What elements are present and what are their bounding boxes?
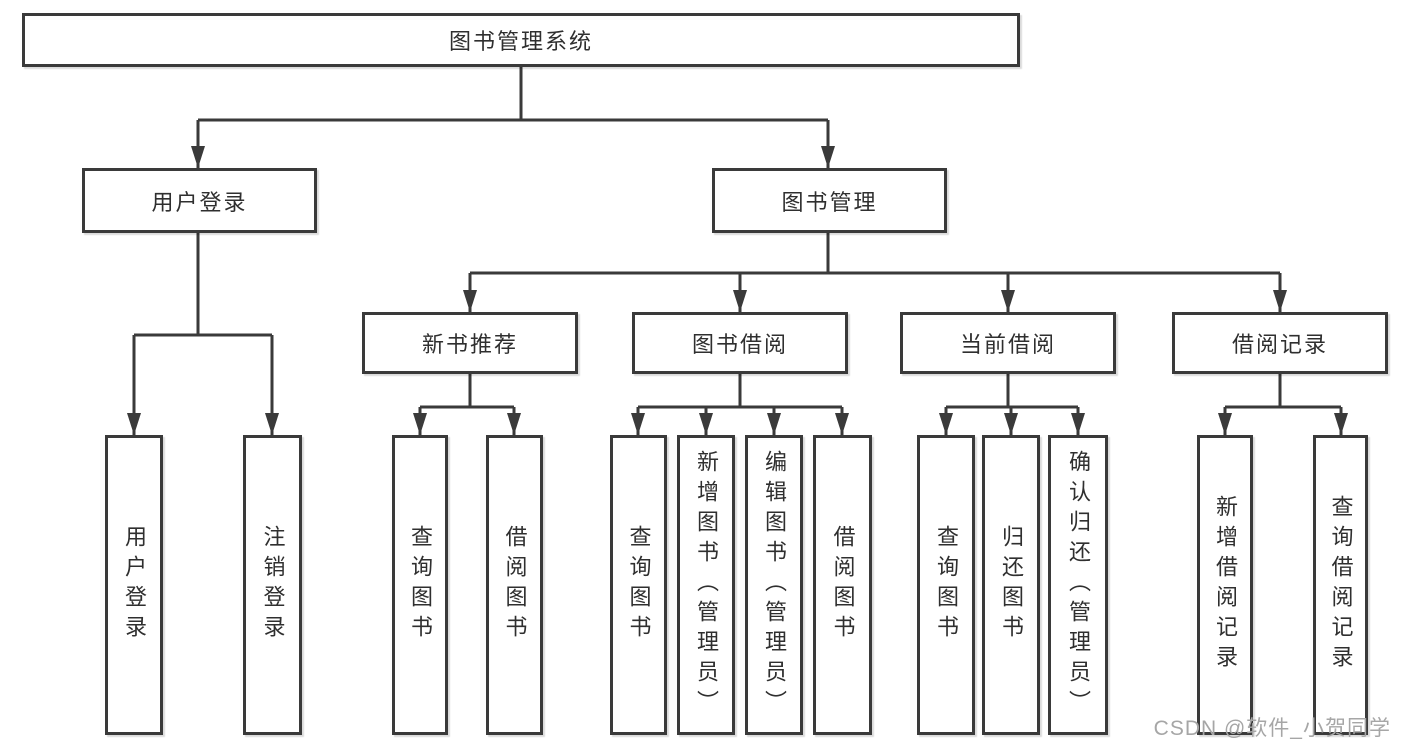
csdn-watermark: CSDN @软件_小贺同学 [1153, 717, 1391, 740]
node-book-management: 图书管理 [712, 168, 947, 233]
node-new-book-recommend: 新书推荐 [362, 312, 578, 374]
leaf-query-books-recommend: 查询图书 [392, 435, 448, 735]
leaf-query-borrow-record: 查询借阅记录 [1313, 435, 1368, 735]
leaf-label: 借阅图书 [830, 525, 856, 645]
leaf-query-books-borrowing: 查询图书 [610, 435, 667, 735]
leaf-label: 新增借阅记录 [1213, 495, 1238, 675]
node-user-login: 用户登录 [82, 168, 317, 233]
leaf-label: 新增图书（管理员） [694, 450, 719, 720]
leaf-add-books-admin: 新增图书（管理员） [677, 435, 735, 735]
leaf-label: 借阅图书 [502, 525, 528, 645]
leaf-label: 查询图书 [408, 525, 433, 645]
node-book-borrowing: 图书借阅 [632, 312, 848, 374]
node-current-borrowing: 当前借阅 [900, 312, 1116, 374]
node-label: 借阅记录 [1231, 332, 1328, 357]
node-label: 图书管理系统 [448, 29, 593, 54]
leaf-edit-books-admin: 编辑图书（管理员） [745, 435, 803, 735]
node-library-management-system: 图书管理系统 [22, 13, 1020, 67]
node-label: 图书管理 [781, 189, 878, 215]
leaf-borrow-books-borrowing: 借阅图书 [813, 435, 872, 735]
leaf-borrow-books-recommend: 借阅图书 [486, 435, 543, 735]
leaf-label: 查询图书 [626, 525, 652, 645]
leaf-add-borrow-record: 新增借阅记录 [1197, 435, 1253, 735]
leaf-label: 查询图书 [934, 525, 959, 645]
node-borrowing-records: 借阅记录 [1172, 312, 1388, 374]
node-label: 新书推荐 [421, 332, 518, 357]
leaf-label: 注销登录 [260, 525, 286, 645]
leaf-return-books: 归还图书 [982, 435, 1040, 735]
node-label: 用户登录 [151, 189, 248, 215]
leaf-logout-login: 注销登录 [243, 435, 302, 735]
leaf-user-login: 用户登录 [105, 435, 163, 735]
leaf-label: 用户登录 [122, 525, 147, 645]
leaf-label: 归还图书 [999, 525, 1024, 645]
leaf-label: 确认归还（管理员） [1066, 450, 1091, 720]
leaf-label: 查询借阅记录 [1328, 495, 1354, 675]
node-label: 图书借阅 [691, 332, 788, 357]
node-label: 当前借阅 [959, 332, 1056, 357]
leaf-label: 编辑图书（管理员） [762, 450, 787, 720]
leaf-confirm-return-admin: 确认归还（管理员） [1048, 435, 1108, 735]
leaf-query-books-current: 查询图书 [917, 435, 975, 735]
